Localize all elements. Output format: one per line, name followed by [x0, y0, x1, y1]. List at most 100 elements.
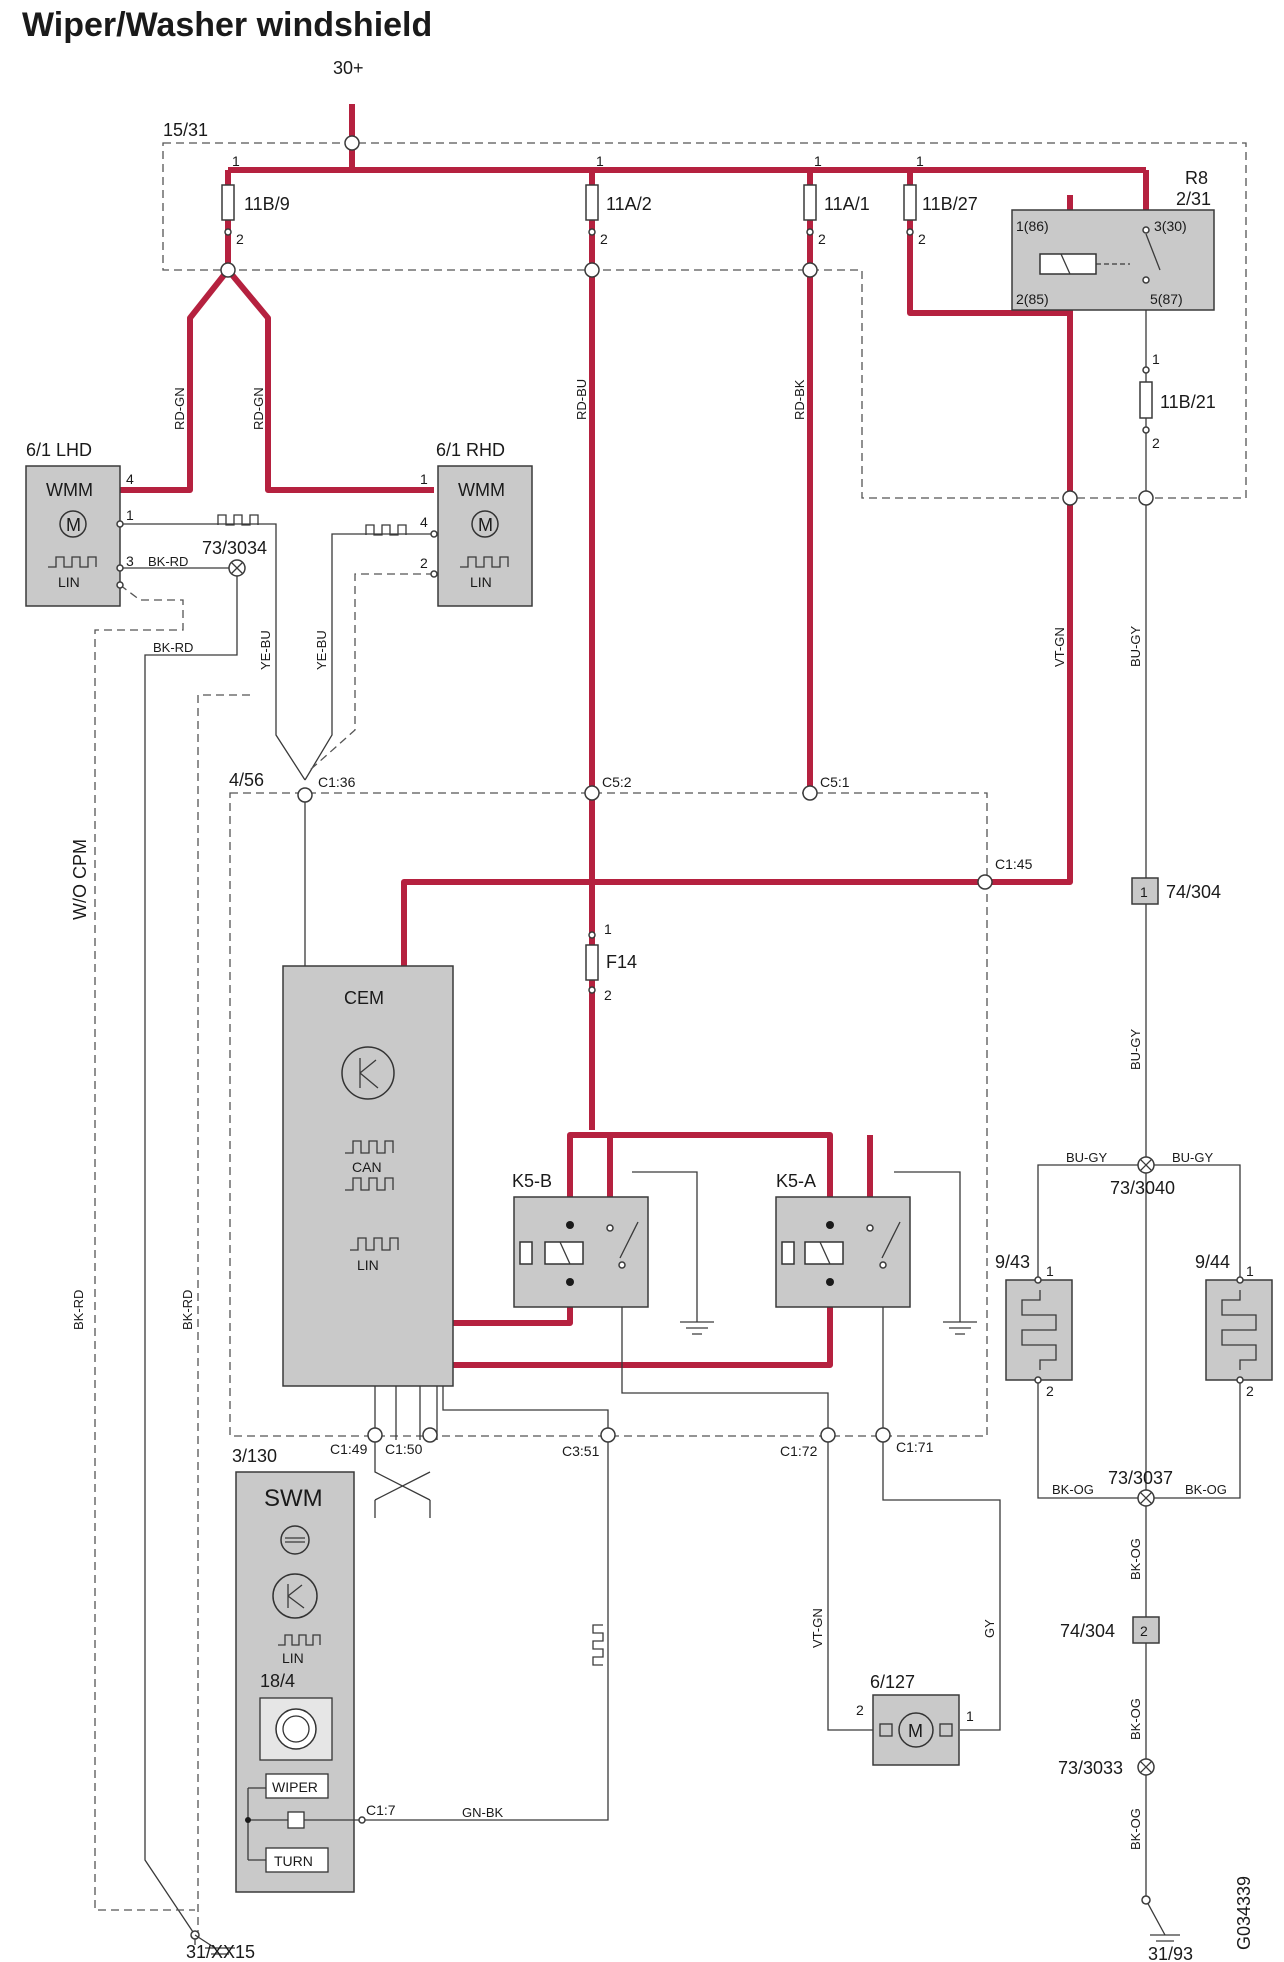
fuse-f14: F14 1 2 — [585, 921, 637, 1003]
svg-text:73/3034: 73/3034 — [202, 538, 267, 558]
svg-text:LIN: LIN — [357, 1257, 379, 1273]
svg-text:2: 2 — [1046, 1383, 1054, 1399]
cem-c1-72: C1:72 — [780, 1443, 818, 1459]
power-wires — [120, 104, 1149, 1368]
cem-c1-45: C1:45 — [995, 856, 1033, 872]
relay-r8: R8 2/31 1(86) 3(30) 2(85) 5(87) — [1011, 168, 1215, 311]
cem-c1-36: C1:36 — [318, 774, 356, 790]
transistor-icon — [341, 1046, 395, 1100]
wire-bk-rd-h1: BK-RD — [148, 554, 188, 569]
washer-heater-9-44: 9/44 1 2 — [1195, 1252, 1273, 1399]
wire-bk-og-3: BK-OG — [1128, 1808, 1143, 1850]
svg-text:3: 3 — [126, 553, 134, 569]
connector-74-304-bottom: 2 74/304 — [1060, 1616, 1160, 1644]
svg-text:F14: F14 — [606, 952, 637, 972]
wire-gn-bk: GN-BK — [462, 1805, 504, 1820]
splice-73-3037: 73/3037 — [1108, 1468, 1173, 1507]
washer-pump-6-127: M 6/127 2 1 — [856, 1672, 974, 1766]
svg-text:K5-B: K5-B — [512, 1171, 552, 1191]
fuse-11b-9: 11B/9 1 2 — [221, 153, 290, 247]
svg-text:2: 2 — [1140, 1623, 1148, 1639]
node-c1-45 — [977, 874, 993, 890]
svg-text:11B/9: 11B/9 — [244, 194, 290, 214]
cem-c5-2: C5:2 — [602, 774, 632, 790]
node-r8-vtgn — [1062, 490, 1078, 506]
wo-cpm-label: W/O CPM — [70, 839, 90, 920]
node-c3-51 — [600, 1427, 616, 1443]
cem-c1-50: C1:50 — [385, 1441, 423, 1457]
ground-31-93: 31/93 — [1148, 1944, 1193, 1962]
diagram-title: Wiper/Washer windshield — [22, 6, 432, 44]
lin-signal-icon — [278, 1634, 321, 1646]
node-c5-2 — [584, 785, 600, 801]
svg-text:WMM: WMM — [458, 480, 505, 500]
svg-text:73/3033: 73/3033 — [1058, 1758, 1123, 1778]
switch-knob-icon — [275, 1708, 317, 1750]
wire-bu-gy-mid: BU-GY — [1128, 1029, 1143, 1071]
wire-rd-gn-rhd: RD-GN — [251, 387, 266, 430]
svg-text:R8: R8 — [1185, 168, 1208, 188]
svg-text:WMM: WMM — [46, 480, 93, 500]
wire-gy-pump: GY — [982, 1619, 997, 1638]
svg-text:2: 2 — [818, 231, 826, 247]
svg-text:1: 1 — [1046, 1263, 1054, 1279]
ground-icon — [680, 1321, 714, 1335]
svg-text:1(86): 1(86) — [1016, 218, 1049, 234]
svg-text:6/1 LHD: 6/1 LHD — [26, 440, 92, 460]
wire-rd-bk: RD-BK — [792, 379, 807, 420]
lin-signal-icon — [460, 556, 509, 568]
airbag-icon — [280, 1525, 310, 1555]
battery-node — [344, 135, 360, 151]
svg-text:2: 2 — [1246, 1383, 1254, 1399]
svg-text:2(85): 2(85) — [1016, 291, 1049, 307]
wire-rd-gn-lhd: RD-GN — [172, 387, 187, 430]
svg-text:9/43: 9/43 — [995, 1252, 1030, 1272]
wire-bk-rd-inner: BK-RD — [180, 1290, 195, 1330]
node-c1-36 — [297, 787, 313, 803]
figure-id: G034339 — [1234, 1876, 1254, 1950]
svg-text:5(87): 5(87) — [1150, 291, 1183, 307]
splice-73-3040: 73/3040 — [1110, 1156, 1175, 1198]
node-11a2-out — [584, 262, 600, 278]
svg-text:4: 4 — [126, 471, 134, 487]
cem-c3-51: C3:51 — [562, 1443, 600, 1459]
wire-ye-bu-rhd: YE-BU — [314, 630, 329, 670]
transistor-icon — [272, 1573, 318, 1619]
motor-icon — [59, 510, 87, 538]
wire-vt-gn: VT-GN — [1052, 627, 1067, 667]
svg-text:2/31: 2/31 — [1176, 189, 1211, 209]
svg-text:K5-A: K5-A — [776, 1171, 816, 1191]
svg-text:TURN: TURN — [274, 1853, 313, 1869]
svg-text:SWM: SWM — [264, 1485, 323, 1512]
svg-text:2: 2 — [856, 1702, 864, 1718]
wmm-rhd: 6/1 RHD WMM M LIN 1 4 2 — [420, 440, 533, 607]
fuse-11a-2: 11A/2 1 2 — [585, 153, 652, 247]
lin-wire-icon-lhd — [217, 514, 259, 526]
node-c1-49 — [367, 1427, 383, 1443]
svg-text:1: 1 — [604, 921, 612, 937]
wire-rd-bu: RD-BU — [574, 379, 589, 420]
wire-bk-og-2: BK-OG — [1128, 1698, 1143, 1740]
svg-text:1: 1 — [814, 153, 822, 169]
cem-c1-49: C1:49 — [330, 1441, 368, 1457]
svg-text:1: 1 — [916, 153, 924, 169]
svg-text:WIPER: WIPER — [272, 1779, 318, 1795]
fuse-box-enclosure — [162, 142, 1247, 499]
wire-bk-og-h1: BK-OG — [1052, 1482, 1094, 1497]
node-11b9-out — [220, 262, 236, 278]
svg-text:2: 2 — [604, 987, 612, 1003]
ground-node-right — [1141, 1895, 1151, 1905]
svg-text:1: 1 — [1246, 1263, 1254, 1279]
svg-text:1: 1 — [596, 153, 604, 169]
svg-text:M: M — [66, 515, 81, 535]
wire-bu-gy-h1: BU-GY — [1066, 1150, 1108, 1165]
node-c1-72 — [820, 1427, 836, 1443]
svg-text:LIN: LIN — [470, 574, 492, 590]
node-c1-71 — [875, 1427, 891, 1443]
lin-wire-icon-swm — [592, 1624, 604, 1666]
wire-bk-og-1: BK-OG — [1128, 1538, 1143, 1580]
svg-text:M: M — [908, 1721, 923, 1741]
ground-31-xx15: 31/XX15 — [186, 1942, 255, 1962]
svg-text:LIN: LIN — [282, 1650, 304, 1666]
battery-label: 30+ — [333, 58, 364, 78]
